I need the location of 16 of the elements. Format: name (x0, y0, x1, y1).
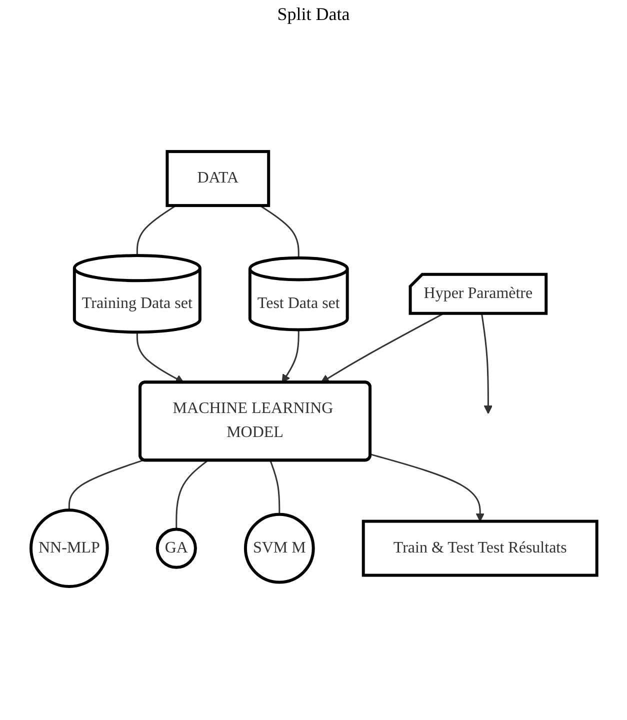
arrow (480, 314, 492, 414)
connector (68, 459, 144, 510)
node-box: Train & Test Test Résultats (361, 520, 598, 577)
connector (259, 204, 299, 258)
connector (136, 204, 176, 256)
arrow (320, 313, 443, 384)
node-circle: NN-MLP (29, 508, 108, 588)
arrow (370, 454, 484, 522)
node-circle: GA (155, 528, 197, 569)
arrow (136, 332, 184, 384)
arrow (281, 330, 299, 384)
connector (269, 460, 280, 514)
note-text: Split Data (277, 4, 350, 24)
node-circle: SVM M (244, 512, 314, 584)
node-box: DATA (165, 150, 270, 208)
connector (175, 460, 208, 530)
